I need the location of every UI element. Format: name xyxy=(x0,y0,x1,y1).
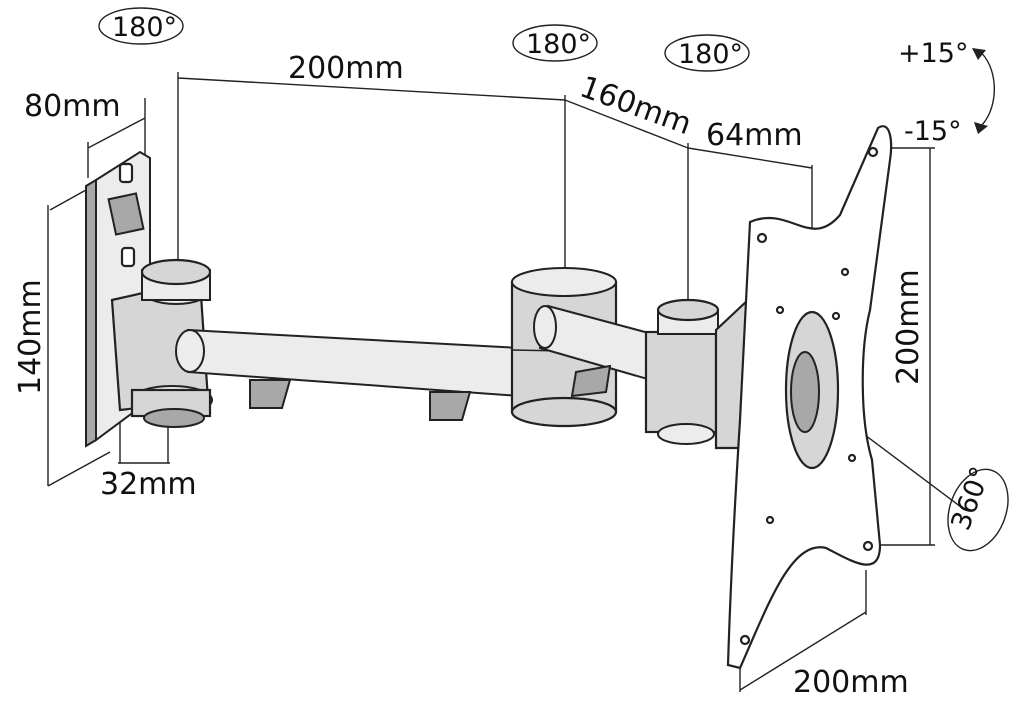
tilt-label-up: +15° xyxy=(898,38,968,69)
rotation-label-mid: 180° xyxy=(526,29,591,60)
dim-label-head-offset: 64mm xyxy=(706,118,803,153)
tilt-arrow xyxy=(977,49,995,126)
rotation-ring-swivel xyxy=(947,468,1009,552)
dim-label-plate-height: 140mm xyxy=(13,279,48,395)
tilt-arrow-head-up xyxy=(972,48,986,60)
rotation-label-wall: 180° xyxy=(112,12,177,43)
vesa-plate xyxy=(726,125,893,670)
dim-label-vesa-height: 200mm xyxy=(891,269,926,385)
dim-label-arm1: 200mm xyxy=(288,51,404,86)
dim-label-arm2: 160mm xyxy=(575,70,696,142)
dimension-lines xyxy=(47,72,966,692)
rotation-markers xyxy=(98,7,1009,552)
tilt-arrow-head-down xyxy=(974,122,988,134)
tilt-label-down: -15° xyxy=(904,116,962,147)
rotation-ring-wall xyxy=(98,7,184,45)
dim-label-plate-depth: 32mm xyxy=(100,467,197,502)
arm-2 xyxy=(533,304,662,398)
rotation-ring-head xyxy=(664,34,750,72)
dim-label-plate-width: 80mm xyxy=(24,89,121,124)
rotation-label-head: 180° xyxy=(678,39,743,70)
labels: 180° 180° 180° 360° +15° -15° 200mm 160m… xyxy=(13,12,997,700)
wall-joint xyxy=(110,258,213,428)
rotation-ring-mid xyxy=(512,24,598,62)
head-joint xyxy=(644,297,754,450)
arm-1 xyxy=(175,328,521,421)
dim-label-vesa-width: 200mm xyxy=(793,665,909,700)
